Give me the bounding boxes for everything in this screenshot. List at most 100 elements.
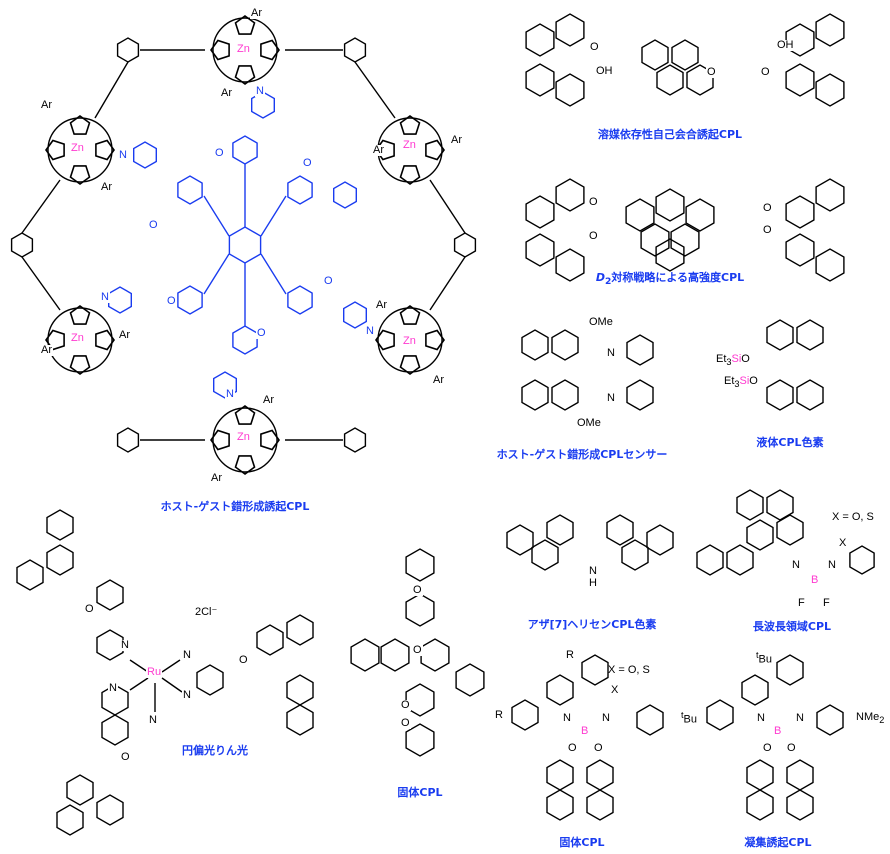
subscript: 3: [726, 357, 732, 368]
atom-n: N: [606, 347, 616, 359]
ring: [132, 141, 158, 169]
ring: [256, 624, 284, 656]
pyrrole-ring: [234, 15, 256, 35]
ring: [343, 427, 367, 453]
ring: [586, 789, 614, 821]
ring: [555, 73, 585, 107]
ring: [232, 135, 258, 165]
dimethylamino: NMe2: [855, 712, 886, 727]
pyrrole-ring: [399, 305, 421, 325]
ring: [626, 379, 654, 411]
caption-aggregation-cpl: 凝集誘起CPL: [744, 836, 812, 849]
ring: [531, 539, 559, 571]
atom-n-pyridine: N: [100, 291, 110, 303]
ring: [786, 789, 814, 821]
ring: [776, 654, 804, 686]
atom-o: O: [588, 230, 599, 242]
ring: [646, 524, 674, 556]
caption-solid-cpl-1: 固体CPL: [397, 786, 443, 799]
ring: [521, 379, 549, 411]
ring: [696, 544, 724, 576]
subscript: 2: [879, 715, 885, 726]
ring: [555, 178, 585, 212]
ring: [525, 63, 555, 97]
atom-x: X: [838, 537, 848, 549]
atom-zn: Zn: [70, 142, 85, 154]
caption-liquid-dye: 液体CPL色素: [756, 436, 824, 449]
caption-aza-helicene: アザ[7]ヘリセンCPL色素: [527, 618, 657, 631]
ring: [641, 39, 669, 71]
bond: [129, 659, 149, 673]
ring: [546, 789, 574, 821]
ring: [525, 195, 555, 229]
atom-f: F: [822, 597, 831, 609]
pyrrole-ring: [234, 405, 256, 425]
ring: [766, 379, 794, 411]
ring: [636, 704, 664, 736]
ring: [741, 674, 769, 706]
atom-ar: Ar: [220, 87, 233, 99]
atom-o: O: [762, 742, 773, 754]
atom-zn: Zn: [402, 335, 417, 347]
atom-o: O: [760, 66, 771, 78]
ring: [736, 489, 764, 521]
atom-n: N: [182, 689, 192, 701]
ring: [626, 334, 654, 366]
d2-text: 対称戦略による高強度CPL: [611, 271, 745, 284]
ring: [546, 759, 574, 791]
pyrrole-ring: [210, 39, 230, 61]
pyrrole-ring: [399, 355, 421, 375]
d2-symbol: D: [595, 271, 605, 284]
ring: [287, 175, 313, 205]
atom-n: N: [562, 712, 572, 724]
porphyrin: [47, 117, 113, 183]
ring: [786, 759, 814, 791]
ring: [350, 638, 380, 672]
atom-nh: N: [588, 565, 598, 577]
ring: [785, 63, 815, 97]
ring: [10, 232, 34, 258]
atom-o: O: [84, 603, 95, 615]
atom-tbu: tBu: [755, 650, 774, 666]
bond: [203, 253, 230, 295]
caption-host-guest-cpl: ホスト-ゲスト錯形成誘起CPL: [160, 500, 310, 513]
butyl: Bu: [758, 653, 773, 666]
atom-o: O: [786, 742, 797, 754]
atom-ome: OMe: [576, 417, 602, 429]
ring: [815, 178, 845, 212]
ring: [96, 579, 124, 611]
atom-n: N: [827, 559, 837, 571]
atom-ru: Ru: [146, 666, 163, 678]
atom-o: O: [166, 295, 177, 307]
ring: [506, 524, 534, 556]
ring: [525, 233, 555, 267]
atom-f: F: [797, 597, 806, 609]
d2-subscript: 2: [604, 276, 612, 288]
ring: [640, 223, 670, 257]
pyrrole-ring: [375, 329, 395, 351]
atom-ar: Ar: [40, 99, 53, 111]
ring: [581, 654, 609, 686]
ring: [849, 545, 875, 575]
bond: [21, 179, 61, 234]
ring: [546, 674, 574, 706]
atom-zn: Zn: [402, 139, 417, 151]
atom-o: O: [400, 717, 411, 729]
ring: [286, 704, 314, 736]
atom-o: O: [589, 41, 600, 53]
atom-n: N: [601, 712, 611, 724]
ring: [405, 683, 435, 717]
ring: [96, 629, 124, 661]
ring: [46, 509, 74, 541]
ring: [815, 13, 845, 47]
caption-circular-phosphorescence: 円偏光りん光: [182, 744, 248, 757]
ring: [621, 539, 649, 571]
ring: [766, 319, 794, 351]
atom-o: O: [593, 742, 604, 754]
ring: [785, 195, 815, 229]
pyrrole-ring: [399, 115, 421, 135]
atom-o: O: [741, 353, 750, 365]
ring: [287, 285, 313, 315]
ring: [405, 593, 435, 627]
ring: [606, 514, 634, 546]
